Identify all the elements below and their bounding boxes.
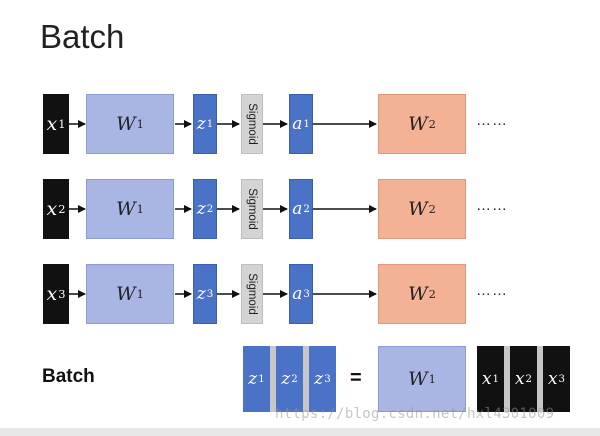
sigmoid-box: Sigmoid [241,179,263,239]
watermark: https://blog.csdn.net/hxl4301009 [275,406,555,422]
ellipsis: …… [476,112,508,129]
slide-title: Batch [40,18,125,55]
batch-label: Batch [42,366,95,387]
equals-sign: = [350,367,362,389]
sigmoid-box: Sigmoid [241,94,263,154]
ellipsis: …… [476,197,508,214]
bottom-bar [0,428,600,436]
sigmoid-box: Sigmoid [241,264,263,324]
ellipsis: …… [476,282,508,299]
